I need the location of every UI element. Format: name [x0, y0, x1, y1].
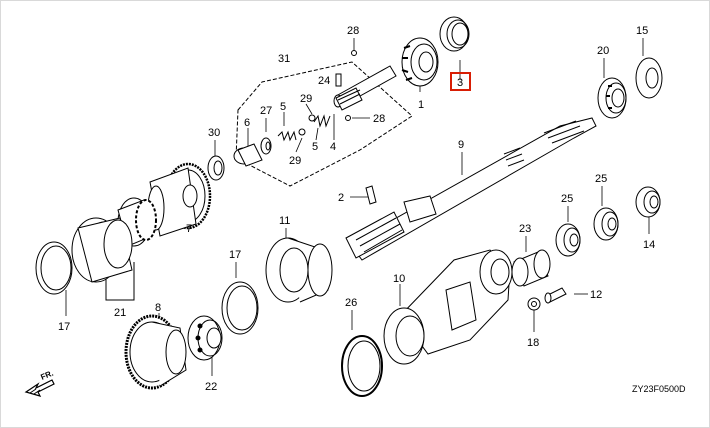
bevel-gear-8: [124, 314, 187, 390]
callout-11[interactable]: 11: [279, 215, 290, 227]
callout-25-right[interactable]: 25: [595, 173, 607, 185]
drawing-code: ZY23F0500D: [632, 384, 686, 394]
callout-1[interactable]: 1: [418, 99, 424, 111]
callout-2[interactable]: 2: [338, 192, 344, 204]
bearing-22: [187, 315, 223, 361]
oil-seal-25b: [593, 207, 619, 241]
callout-5-left[interactable]: 5: [280, 101, 286, 113]
bearing-race-21: [71, 217, 133, 283]
callout-14[interactable]: 14: [643, 239, 655, 251]
callout-28-right[interactable]: 28: [373, 113, 385, 125]
driveshaft-9: [345, 117, 597, 261]
callout-24[interactable]: 24: [318, 75, 330, 87]
callout-20[interactable]: 20: [597, 45, 609, 57]
callout-7[interactable]: 7: [186, 223, 192, 235]
callout-6[interactable]: 6: [244, 117, 250, 129]
shaft-4: [333, 65, 397, 111]
callout-17-left[interactable]: 17: [58, 321, 70, 333]
bearing-holder-10: [383, 249, 513, 365]
callout-28-top[interactable]: 28: [347, 25, 359, 37]
callout-27[interactable]: 27: [260, 105, 272, 117]
callout-21[interactable]: 21: [114, 307, 126, 319]
washer-15: [635, 57, 663, 99]
callout-29-bottom[interactable]: 29: [289, 155, 301, 167]
washer-30: [207, 155, 225, 181]
shim-17-left: [35, 241, 73, 295]
bearing-20: [597, 77, 627, 119]
oil-seal-25a: [555, 223, 581, 257]
callout-17-middle[interactable]: 17: [229, 249, 241, 261]
callout-10[interactable]: 10: [393, 273, 405, 285]
shim-17-middle: [221, 281, 259, 335]
callout-26[interactable]: 26: [345, 297, 357, 309]
callout-30[interactable]: 30: [208, 127, 220, 139]
clutch-gear-1: [401, 37, 439, 87]
pin-24: [335, 73, 342, 87]
bolt-12: [544, 287, 567, 304]
callout-23[interactable]: 23: [519, 223, 531, 235]
callout-18[interactable]: 18: [527, 337, 539, 349]
callout-3[interactable]: 3: [457, 77, 463, 89]
pin-2: [365, 185, 377, 205]
callout-12[interactable]: 12: [590, 289, 602, 301]
callout-8[interactable]: 8: [155, 302, 161, 314]
highlighted-part-box: [450, 72, 471, 91]
direction-label: FR.: [39, 369, 54, 382]
o-ring-26: [341, 335, 383, 397]
washer-18: [527, 297, 541, 311]
callout-29-top[interactable]: 29: [300, 93, 312, 105]
callout-25-left[interactable]: 25: [561, 193, 573, 205]
callout-4[interactable]: 4: [330, 141, 336, 153]
gear-7: [147, 162, 212, 237]
callout-labels: 1 2 3 4 5 5 6 7 8 9 10 11 12 14 15 17 17…: [39, 25, 686, 394]
callout-9[interactable]: 9: [458, 139, 464, 151]
needle-bearing-23: [511, 249, 551, 287]
callout-31[interactable]: 31: [278, 53, 290, 65]
ring-3: [439, 16, 470, 52]
callout-22[interactable]: 22: [205, 381, 217, 393]
thrust-holder-11: [265, 237, 333, 303]
oil-seal-14: [635, 186, 661, 218]
callout-5-right[interactable]: 5: [312, 141, 318, 153]
front-direction-arrow: [24, 379, 55, 397]
callout-15[interactable]: 15: [636, 25, 648, 37]
group-21-bracket: [105, 262, 135, 301]
group-31-outline: [235, 61, 413, 187]
group-31-parts: [233, 50, 357, 167]
